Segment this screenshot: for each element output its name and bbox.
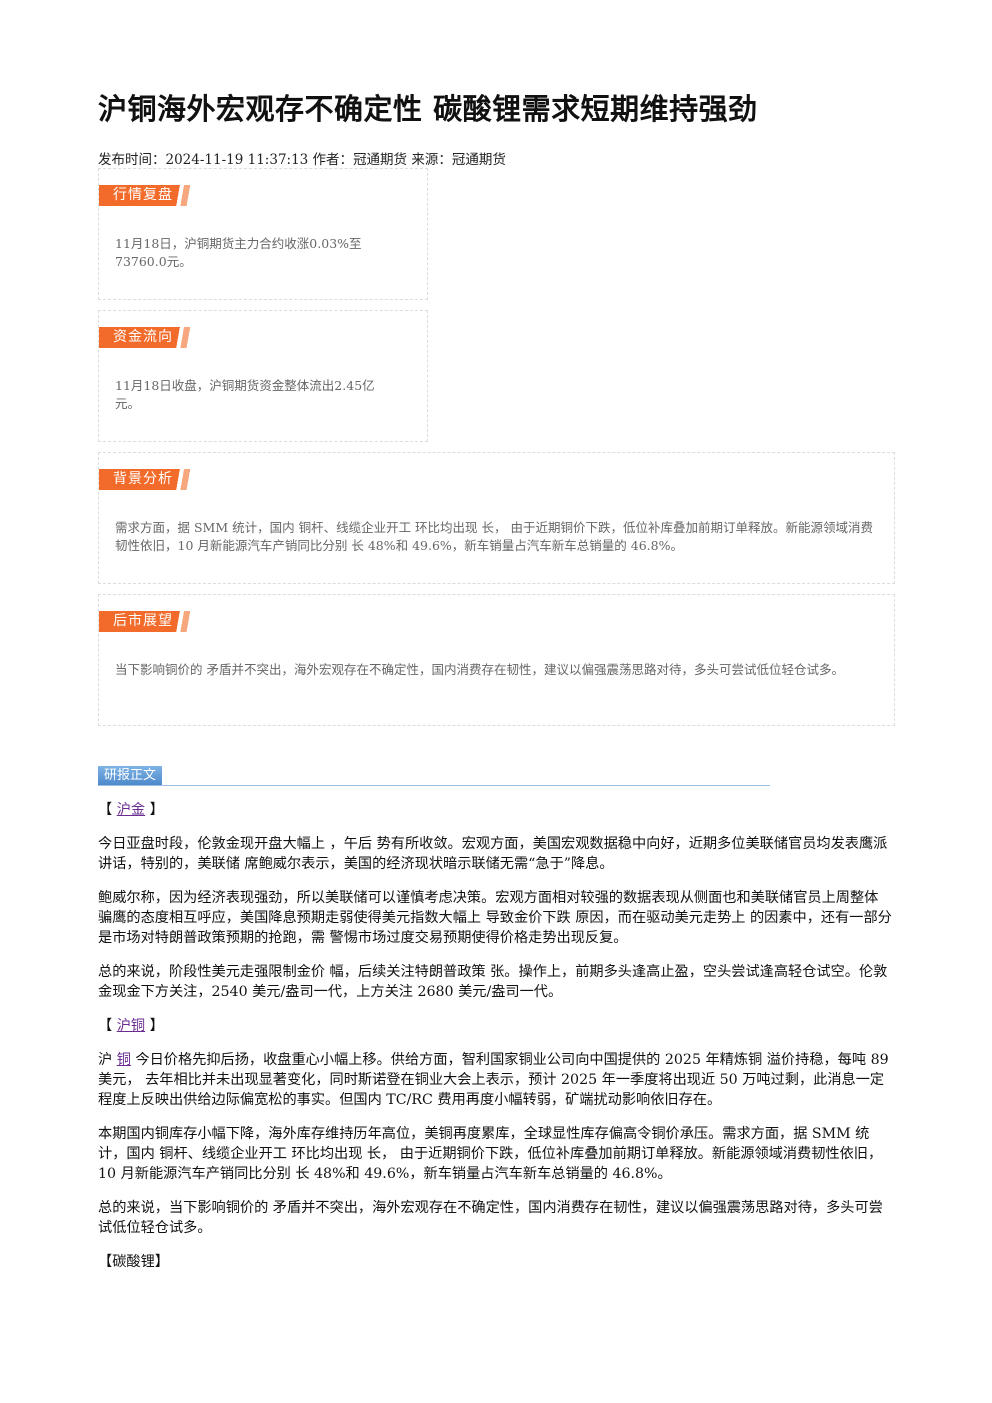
card-text: 11月18日，沪铜期货主力合约收涨0.03%至73760.0元。	[115, 236, 362, 269]
paragraph: 本期国内铜库存小幅下降，海外库存维持历年高位，美铜再度累库，全球显性库存偏高令铜…	[98, 1126, 883, 1182]
card-outlook: 后市展望 当下影响铜价的 矛盾并不突出，海外宏观存在不确定性，国内消费存在韧性，…	[98, 594, 895, 726]
card-text: 当下影响铜价的 矛盾并不突出，海外宏观存在不确定性，国内消费存在韧性，建议以偏强…	[115, 662, 844, 677]
paragraph: 鲍威尔称，因为经济表现强劲，所以美联储可以谨慎考虑决策。宏观方面相对较强的数据表…	[98, 890, 892, 946]
report-body: 【 沪金 】 今日亚盘时段，伦敦金现开盘大幅上 ，午后 势有所收敛。宏观方面，美…	[98, 800, 892, 1286]
card-tag: 背景分析	[99, 469, 199, 490]
card-tag: 后市展望	[99, 611, 199, 632]
paragraph-prefix: 沪	[98, 1052, 117, 1068]
heading-gold: 【 沪金 】	[98, 800, 892, 820]
article-title: 沪铜海外宏观存不确定性 碳酸锂需求短期维持强劲	[98, 92, 758, 126]
bracket-close: 】	[145, 1018, 164, 1034]
card-background-analysis: 背景分析 需求方面，据 SMM 统计，国内 铜杆、线缆企业开工 环比均出现 长，…	[98, 452, 895, 584]
link-gold[interactable]: 沪金	[116, 802, 146, 818]
author-name: 冠通期货	[353, 152, 408, 168]
bracket-close: 】	[145, 802, 164, 818]
paragraph: 今日亚盘时段，伦敦金现开盘大幅上 ，午后 势有所收敛。宏观方面，美国宏观数据稳中…	[98, 836, 888, 872]
article-meta: 发布时间：2024-11-19 11:37:13 作者：冠通期货 来源：冠通期货	[98, 148, 506, 168]
bracket-open: 【	[98, 1018, 117, 1034]
card-tag: 资金流向	[99, 327, 199, 348]
heading-copper: 【 沪铜 】	[98, 1016, 892, 1036]
card-fund-flow: 资金流向 11月18日收盘，沪铜期货资金整体流出2.45亿元。	[98, 310, 428, 442]
card-text: 需求方面，据 SMM 统计，国内 铜杆、线缆企业开工 环比均出现 长， 由于近期…	[115, 520, 874, 553]
card-market-review: 行情复盘 11月18日，沪铜期货主力合约收涨0.03%至73760.0元。	[98, 168, 428, 300]
link-copper-inline[interactable]: 铜	[116, 1052, 131, 1068]
card-tag: 行情复盘	[99, 185, 199, 206]
section-divider	[98, 785, 770, 786]
publish-time: 2024-11-19 11:37:13	[165, 152, 309, 168]
paragraph: 沪 铜 今日价格先抑后扬，收盘重心小幅上移。供给方面，智利国家铜业公司向中国提供…	[98, 1050, 892, 1110]
source-name: 冠通期货	[451, 152, 506, 168]
author-label: 作者：	[308, 152, 354, 168]
heading-lithium: 【碳酸锂】	[98, 1254, 169, 1270]
paragraph: 总的来说，当下影响铜价的 矛盾并不突出，海外宏观存在不确定性，国内消费存在韧性，…	[98, 1200, 883, 1236]
paragraph-text: 今日价格先抑后扬，收盘重心小幅上移。供给方面，智利国家铜业公司向中国提供的 20…	[98, 1052, 889, 1108]
source-label: 来源：	[407, 152, 452, 168]
report-section-tag: 研报正文	[98, 766, 163, 786]
card-text: 11月18日收盘，沪铜期货资金整体流出2.45亿元。	[115, 378, 375, 411]
paragraph: 总的来说，阶段性美元走强限制金价 幅，后续关注特朗普政策 张。操作上，前期多头逢…	[98, 964, 888, 1000]
publish-label: 发布时间：	[98, 152, 166, 168]
link-copper[interactable]: 沪铜	[116, 1018, 146, 1034]
bracket-open: 【	[98, 802, 117, 818]
